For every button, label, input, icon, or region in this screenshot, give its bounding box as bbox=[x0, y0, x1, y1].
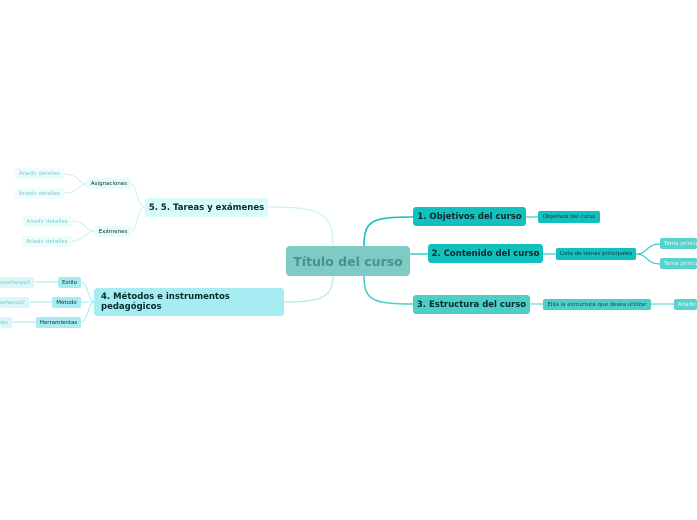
leaf-asignaciones-2[interactable]: Añadir detalles bbox=[15, 188, 64, 199]
branch-estructura[interactable]: 3. Estructura del curso bbox=[413, 295, 530, 314]
branch-objetivos[interactable]: 1. Objetivos del curso bbox=[413, 207, 526, 226]
branch-tareas[interactable]: 5. 5. Tareas y exámenes bbox=[145, 198, 268, 217]
subtopic-examenes[interactable]: Exámenes bbox=[95, 226, 131, 237]
leaf-estilo[interactable]: ¿Cuál es su estilo de enseñanza? bbox=[0, 277, 34, 288]
subtopic-metodo[interactable]: Método bbox=[52, 297, 81, 308]
leaf-estructura[interactable]: Añadir detalles bbox=[674, 299, 697, 310]
leaf-tema-1[interactable]: Tema principal bbox=[660, 238, 697, 249]
subtopic-objetivos[interactable]: Objetivos del curso bbox=[538, 211, 600, 223]
central-topic[interactable]: Título del curso bbox=[286, 246, 410, 276]
subtopic-temas[interactable]: Lista de temas principales bbox=[556, 248, 636, 260]
branch-contenido[interactable]: 2. Contenido del curso bbox=[428, 244, 543, 263]
leaf-metodo[interactable]: ¿Cuál es su método de enseñanza? bbox=[0, 297, 29, 308]
subtopic-herramientas[interactable]: Herramientas bbox=[36, 317, 81, 328]
leaf-examenes-1[interactable]: Añadir detalles bbox=[22, 216, 72, 227]
leaf-examenes-2[interactable]: Añadir detalles bbox=[22, 236, 72, 247]
subtopic-asignaciones[interactable]: Asignaciones bbox=[87, 178, 131, 189]
branch-metodos[interactable]: 4. Métodos e instrumentos pedagógicos bbox=[94, 288, 284, 316]
subtopic-estilo[interactable]: Estilo bbox=[58, 277, 81, 288]
leaf-herramientas[interactable]: Añadir detalles bbox=[0, 317, 12, 328]
subtopic-estructura[interactable]: Elija la estructura que desea utilizar bbox=[543, 299, 651, 310]
leaf-tema-2[interactable]: Tema principal bbox=[660, 258, 697, 269]
leaf-asignaciones-1[interactable]: Añadir detalles bbox=[15, 168, 64, 179]
